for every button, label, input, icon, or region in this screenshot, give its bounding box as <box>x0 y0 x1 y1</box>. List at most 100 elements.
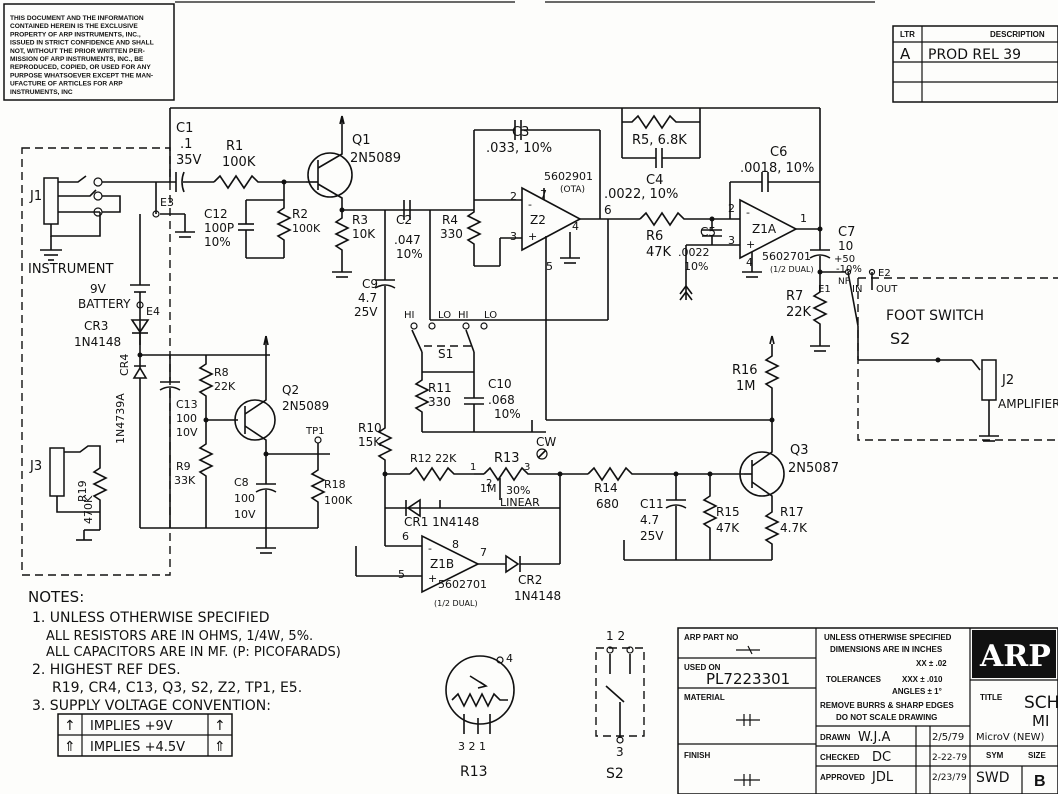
copyright-line: NOT, WITHOUT THE PRIOR WRITTEN PER- <box>10 48 145 55</box>
r12-label: R12 22K <box>410 452 457 465</box>
c1-value: .1 <box>180 137 192 152</box>
rev-ltr: A <box>900 45 911 63</box>
c3-value: .033, 10% <box>486 141 552 156</box>
svg-text:2: 2 <box>510 190 517 203</box>
rev-desc-header: DESCRIPTION <box>990 30 1045 39</box>
note-2a: R19, CR4, C13, Q3, S2, Z2, TP1, E5. <box>52 680 302 696</box>
s1-lo-a: LO <box>438 310 451 321</box>
svg-text:1: 1 <box>470 462 476 473</box>
r7-value: 22K <box>786 305 812 320</box>
c12-label: C12 <box>204 207 228 221</box>
c7-tol-plus: +50 <box>834 254 855 265</box>
r13-pin4: 4 <box>506 652 513 665</box>
title-value: SCH <box>1024 693 1058 713</box>
r13-taper: LINEAR <box>500 496 540 509</box>
svg-text:5: 5 <box>398 568 405 581</box>
c13-voltage: 10V <box>176 426 198 439</box>
c13-value: 100 <box>176 412 197 425</box>
c8-voltage: 10V <box>234 508 256 521</box>
r8-label: R8 <box>214 366 229 379</box>
used-on-label: USED ON <box>684 663 721 672</box>
copyright-line: INSTRUMENTS, INC <box>10 89 73 96</box>
c12-value: 100P <box>204 221 234 235</box>
c12-tolerance: 10% <box>204 235 231 249</box>
size-value: B <box>1034 773 1046 790</box>
cr2-part: 1N4148 <box>514 589 561 603</box>
supply-sym-2: ⇑ <box>64 739 76 755</box>
r1-value: 100K <box>222 155 256 170</box>
note-1a: ALL RESISTORS ARE IN OHMS, 1/4W, 5%. <box>46 629 313 644</box>
r3-label: R3 <box>352 213 368 227</box>
z1b-label: Z1B <box>430 557 454 571</box>
svg-text:+: + <box>428 572 437 585</box>
r2-value: 100K <box>292 222 321 235</box>
r10-value: 15K <box>358 435 382 449</box>
j1-label: J1 <box>29 189 42 204</box>
r16-value: 1M <box>736 379 756 394</box>
q1-part: 2N5089 <box>350 151 401 166</box>
svg-text:+: + <box>746 238 755 251</box>
nf-label: NF <box>838 277 850 287</box>
r5-label: R5, 6.8K <box>632 133 687 148</box>
svg-text:4: 4 <box>572 220 579 233</box>
z1a-opamp <box>739 198 798 260</box>
c11-value: 4.7 <box>640 513 659 527</box>
svg-text:7: 7 <box>480 546 487 559</box>
q3-label: Q3 <box>790 443 809 458</box>
svg-text:3: 3 <box>510 230 517 243</box>
c6-value: .0018, 10% <box>740 161 814 176</box>
finish-label: FINISH <box>684 751 710 760</box>
j3-label: J3 <box>29 459 42 474</box>
checked-by: DC <box>872 750 891 765</box>
r8-value: 22K <box>214 380 236 393</box>
svg-text:-: - <box>428 542 432 555</box>
r13-label: R13 <box>494 451 520 466</box>
j2-label: J2 <box>1001 373 1014 388</box>
c9-label: C9 <box>362 277 378 291</box>
rev-desc: PROD REL 39 <box>928 47 1021 63</box>
note-1b: ALL CAPACITORS ARE IN MF. (P: PICOFARADS… <box>46 645 341 660</box>
j2-jack <box>981 359 997 401</box>
r13-pins: 3 2 1 <box>458 740 486 753</box>
title-value-2: MI <box>1032 712 1049 730</box>
z2-type: (OTA) <box>560 185 585 195</box>
lfo-section: R12 22K R13 1M 30% LINEAR 123 CW R14 680… <box>385 335 839 561</box>
battery-voltage: 9V <box>90 282 107 296</box>
cr2-label: CR2 <box>518 573 542 587</box>
r15-label: R15 <box>716 505 740 519</box>
r11-value: 330 <box>428 395 451 409</box>
tolerances-label: TOLERANCES <box>826 675 882 684</box>
r1-label: R1 <box>226 139 243 154</box>
r9-value: 33K <box>174 474 196 487</box>
r13-value: 1M <box>480 482 497 495</box>
arp-part-no-label: ARP PART NO <box>684 633 738 642</box>
supply-text-2: IMPLIES +4.5V <box>90 740 185 755</box>
z1a-half: (1/2 DUAL) <box>770 265 814 274</box>
c10-label: C10 <box>488 377 512 391</box>
instrument-label: INSTRUMENT <box>28 262 113 277</box>
svg-text:1: 1 <box>800 212 807 225</box>
e3-label: E3 <box>160 196 174 209</box>
battery-label: BATTERY <box>78 297 131 311</box>
q3-transistor <box>739 451 785 497</box>
svg-text:5: 5 <box>546 260 553 273</box>
supply-text-1: IMPLIES +9V <box>90 719 173 734</box>
z2-label: Z2 <box>530 213 546 227</box>
sym-label: SYM <box>986 751 1004 760</box>
svg-text:+: + <box>528 230 537 243</box>
angles-text: ANGLES ± 1° <box>892 687 942 696</box>
copyright-line: CONTAINED HEREIN IS THE EXCLUSIVE <box>10 23 138 30</box>
c10-value: .068 <box>488 393 515 407</box>
r10-label: R10 <box>358 421 382 435</box>
r9-label: R9 <box>176 460 191 473</box>
title-block: ARP PART NO USED ON PL7223301 MATERIAL F… <box>677 627 1058 794</box>
c1-label: C1 <box>176 121 193 136</box>
r18-label: R18 <box>324 478 346 491</box>
svg-text:3: 3 <box>524 462 530 473</box>
s2-detail-label: S2 <box>606 766 624 782</box>
micro-text: MicroV (NEW) <box>976 732 1045 743</box>
checked-date: 2-22-79 <box>932 753 967 763</box>
noscale-text: DO NOT SCALE DRAWING <box>836 713 937 722</box>
filter-stage: R5, 6.8K C4 .0022, 10% R6 47K C5 .0022 1… <box>604 108 862 352</box>
material-label: MATERIAL <box>684 693 725 702</box>
